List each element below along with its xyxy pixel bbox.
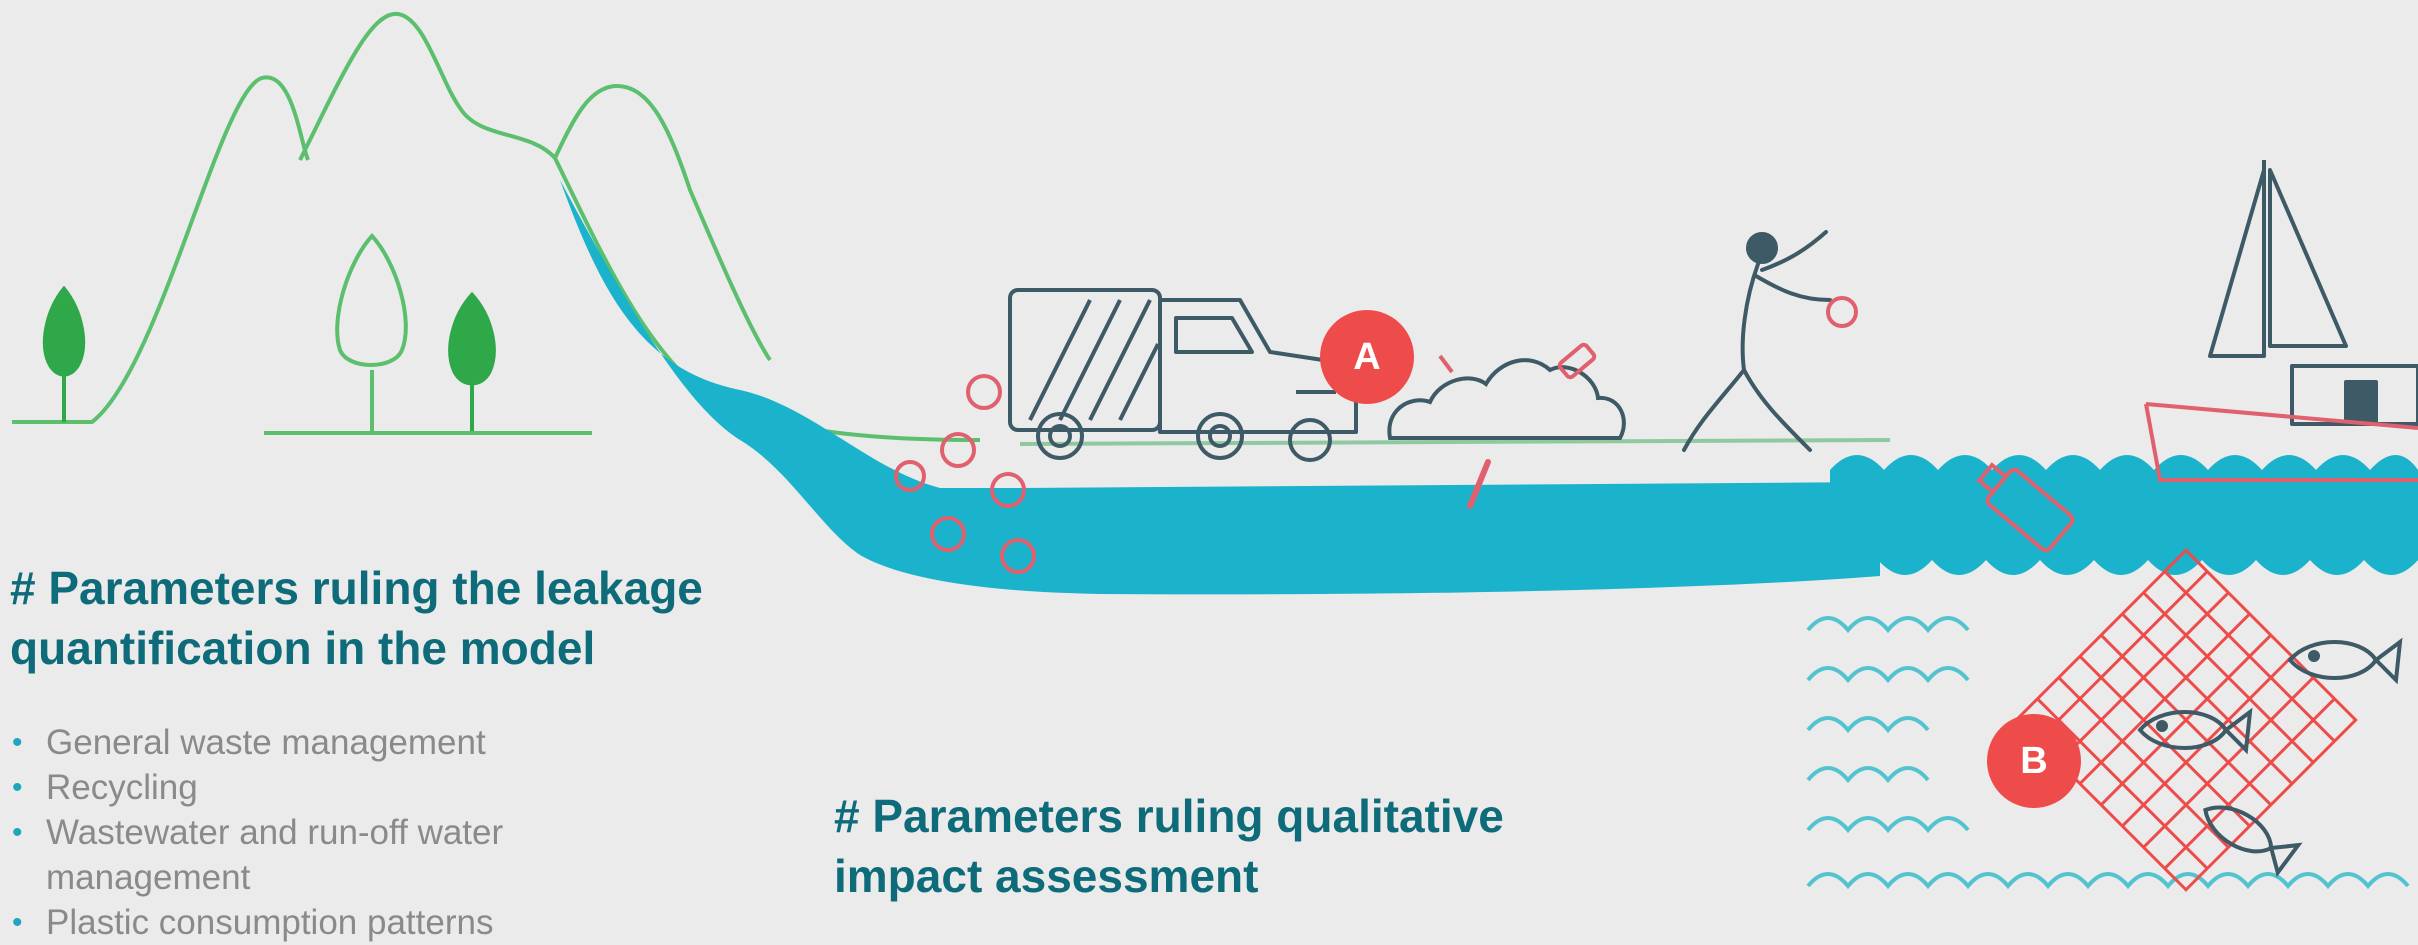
river — [560, 180, 1880, 595]
tree-right — [448, 291, 496, 432]
qualitative-parameters-heading: # Parameters ruling qualitative impact a… — [834, 790, 1504, 902]
sea-surface — [1830, 455, 2418, 575]
plastic-debris — [894, 374, 1036, 574]
person-littering — [1682, 230, 1858, 452]
fish-in-net — [2137, 707, 2253, 755]
mountains — [12, 11, 981, 442]
fishing-net — [2014, 548, 2358, 892]
fish-lower — [2203, 805, 2303, 878]
floating-bottle — [1976, 462, 2075, 553]
road-line — [1019, 438, 1891, 446]
tree-middle — [335, 233, 408, 432]
marker-a[interactable]: A — [1320, 310, 1414, 404]
garbage-pile — [1387, 342, 1626, 440]
garbage-truck — [1008, 288, 1358, 462]
list-item: Wastewater and run-off water management — [10, 810, 610, 900]
list-item: Plastic consumption patterns — [10, 900, 610, 945]
tree-left — [42, 285, 86, 422]
underwater-waves — [1806, 616, 2410, 890]
marker-b[interactable]: B — [1987, 714, 2081, 808]
boat — [2144, 160, 2418, 482]
fish-right — [2287, 637, 2403, 685]
leakage-parameters-list: General waste management Recycling Waste… — [10, 720, 610, 945]
list-item: General waste management — [10, 720, 610, 765]
leakage-parameters-heading: # Parameters ruling the leakage quantifi… — [10, 562, 703, 674]
bottle-in-river — [1467, 459, 1491, 509]
illustration — [12, 11, 2418, 892]
list-item: Recycling — [10, 765, 610, 810]
